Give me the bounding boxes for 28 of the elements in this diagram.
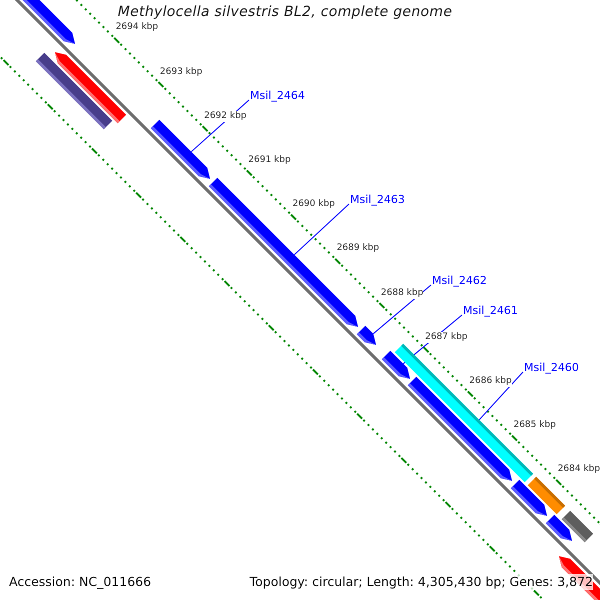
scale-label: 2693 kbp	[160, 66, 202, 78]
leader-line	[478, 372, 524, 420]
scale-label: 2688 kbp	[380, 288, 424, 298]
scale-label: 2686 kbp	[469, 376, 512, 387]
gene-feature	[150, 119, 211, 179]
gene-label: Msil_2462	[432, 274, 487, 287]
genome-title: Methylocella silvestris BL2, complete genome	[118, 4, 452, 20]
scale-label: 2691 kbp	[248, 154, 291, 166]
gene-feature	[381, 350, 411, 379]
scale-label: 2689 kbp	[336, 243, 380, 254]
scale-label: 2694 kbp	[116, 22, 158, 34]
leader-line	[294, 204, 350, 256]
gene-feature	[561, 510, 594, 543]
scale-label: 2684 kbp	[558, 464, 600, 476]
gene-label: Msil_2464	[250, 89, 305, 102]
gene-feature	[527, 476, 566, 515]
gene-label: Msil_2461	[463, 304, 518, 317]
accession-text: Accession: NC_011666	[9, 574, 152, 590]
gene-feature	[54, 52, 127, 124]
scale-label: 2687 kbp	[425, 332, 468, 343]
leader-line	[372, 284, 432, 334]
scale-label: 2685 kbp	[513, 420, 556, 432]
gene-label: Msil_2460	[524, 361, 579, 374]
scale-label: 2692 kbp	[204, 110, 246, 122]
scale-label: 2690 kbp	[292, 199, 335, 210]
gene-feature	[356, 325, 377, 345]
gene-label: Msil_2463	[350, 193, 405, 206]
genome-summary: Topology: circular; Length: 4,305,430 bp; Genes: 3,872	[250, 574, 593, 590]
